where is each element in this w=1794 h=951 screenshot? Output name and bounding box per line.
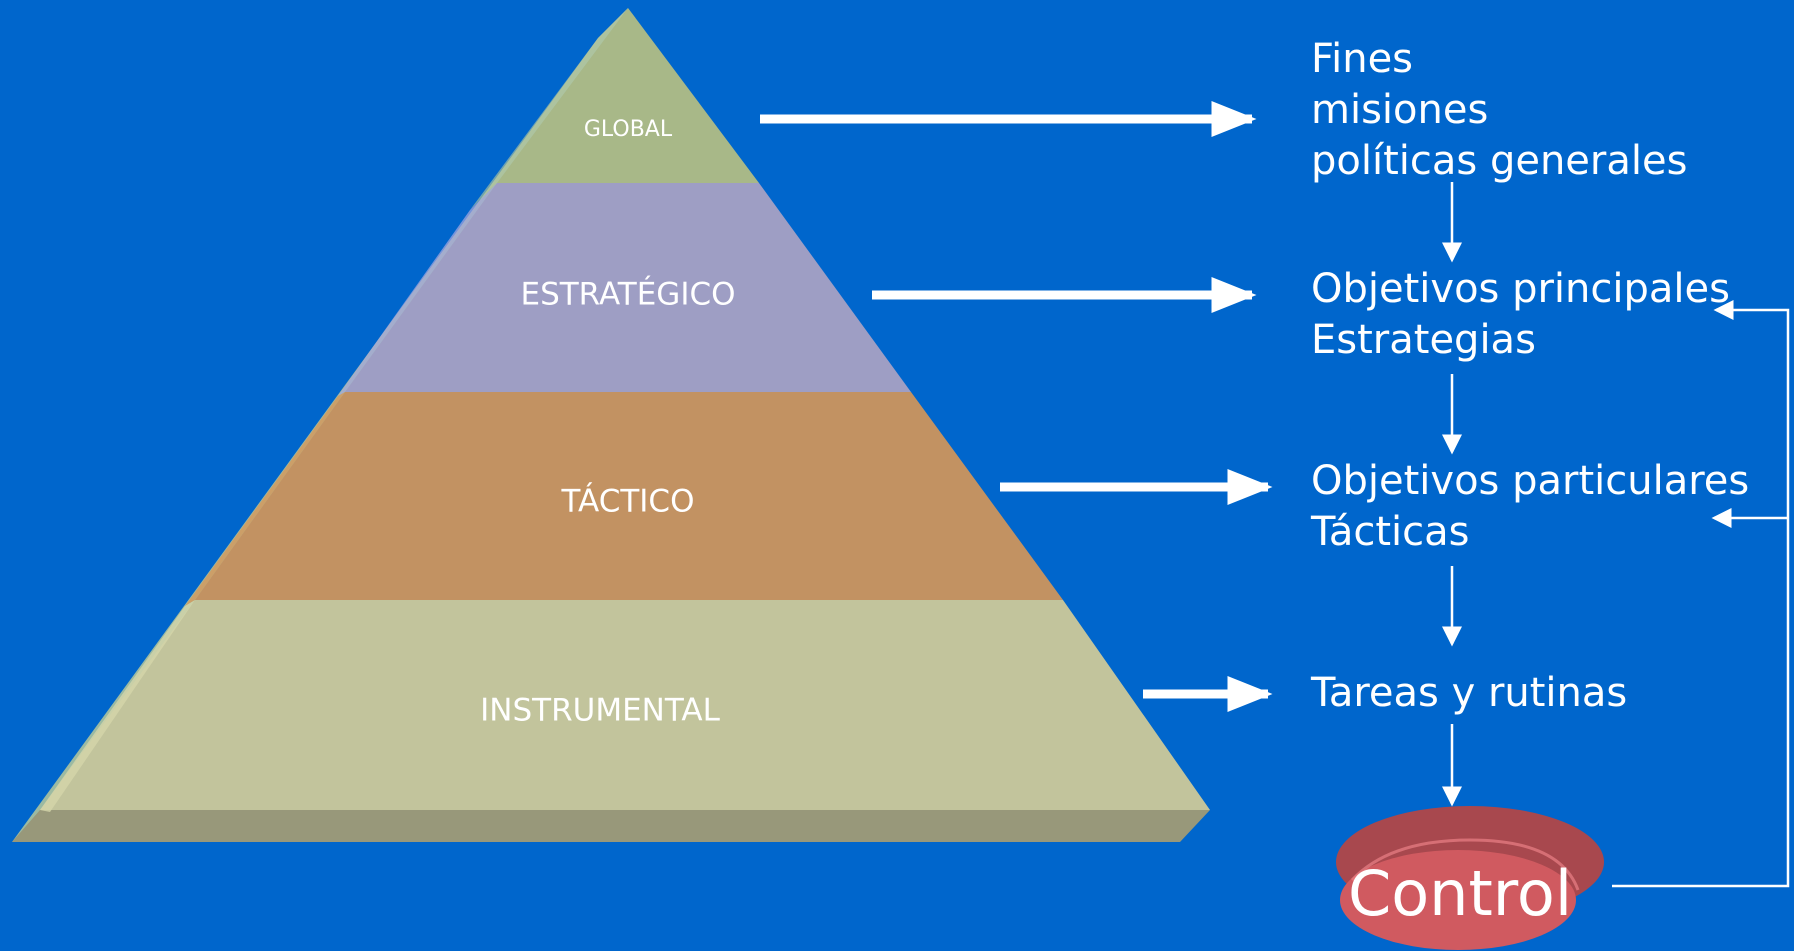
- level-label-estrategico: ESTRATÉGICO: [520, 277, 735, 313]
- level-global: [497, 8, 759, 183]
- level-tactico: [195, 392, 1063, 600]
- description-line: Tácticas: [1311, 509, 1470, 555]
- tactico-left-face: [185, 392, 345, 606]
- level-instrumental: [40, 600, 1210, 810]
- description-estrategico: Objetivos principales Estrategias: [1311, 264, 1730, 366]
- description-line: misiones: [1311, 87, 1489, 133]
- control-label: Control: [1348, 857, 1572, 930]
- estrategico-left-face: [338, 183, 497, 396]
- description-instrumental: Tareas y rutinas: [1311, 668, 1627, 719]
- level-label-global: GLOBAL: [584, 117, 673, 142]
- description-global: Fines misiones políticas generales: [1311, 34, 1687, 187]
- level-label-tactico: TÁCTICO: [561, 484, 695, 520]
- description-line: Objetivos principales: [1311, 266, 1730, 312]
- description-line: Tareas y rutinas: [1311, 670, 1628, 716]
- control-node: Control: [1336, 806, 1604, 950]
- level-label-instrumental: INSTRUMENTAL: [480, 693, 720, 729]
- description-line: Fines: [1311, 36, 1414, 82]
- global-left-face: [470, 8, 628, 210]
- description-line: Objetivos particulares: [1311, 458, 1750, 504]
- description-line: políticas generales: [1311, 138, 1688, 184]
- level-estrategico: [345, 183, 911, 392]
- description-tactico: Objetivos particulares Tácticas: [1311, 456, 1749, 558]
- instrumental-left-face: [40, 600, 195, 812]
- description-line: Estrategias: [1311, 317, 1536, 363]
- feedback-line-to-estrategias: [1612, 300, 1790, 888]
- pyramid-base: [12, 810, 1210, 842]
